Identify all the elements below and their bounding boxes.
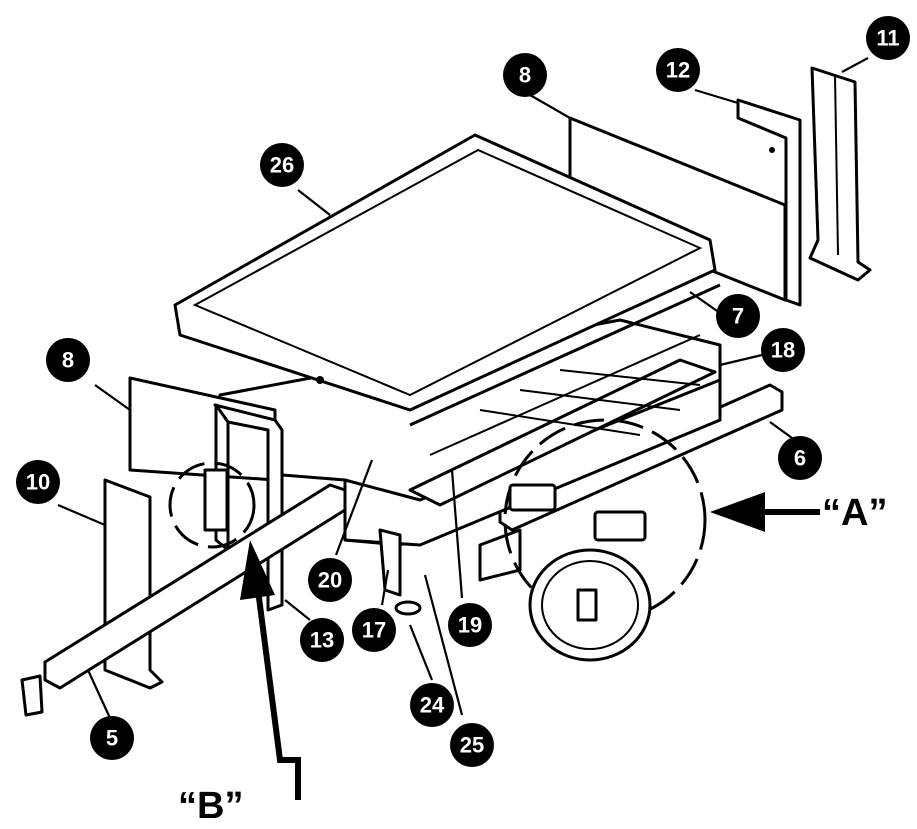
callout-11: 11 bbox=[866, 16, 910, 60]
svg-text:20: 20 bbox=[318, 568, 342, 593]
svg-text:10: 10 bbox=[26, 470, 50, 495]
bracket-part-10 bbox=[103, 478, 164, 690]
callout-25: 25 bbox=[450, 723, 494, 767]
svg-text:11: 11 bbox=[876, 26, 899, 51]
view-b-label: “B” bbox=[178, 785, 243, 827]
detail-a-circle bbox=[503, 418, 707, 662]
callout-7: 7 bbox=[716, 294, 760, 338]
svg-text:8: 8 bbox=[62, 348, 74, 373]
callout-8-left: 8 bbox=[46, 338, 90, 382]
detail-b-circle bbox=[168, 461, 256, 549]
svg-text:13: 13 bbox=[310, 628, 334, 653]
svg-text:26: 26 bbox=[270, 153, 294, 178]
callout-10: 10 bbox=[16, 460, 60, 504]
callout-26: 26 bbox=[260, 143, 304, 187]
callout-6: 6 bbox=[778, 436, 822, 480]
end-cap bbox=[20, 674, 44, 717]
svg-text:25: 25 bbox=[460, 733, 484, 758]
svg-text:8: 8 bbox=[519, 63, 531, 88]
svg-text:6: 6 bbox=[794, 446, 806, 471]
callout-24: 24 bbox=[410, 683, 454, 727]
svg-text:18: 18 bbox=[771, 338, 795, 363]
callout-12: 12 bbox=[656, 48, 700, 92]
callout-17: 17 bbox=[352, 608, 396, 652]
view-a-arrow bbox=[710, 492, 820, 532]
callout-18: 18 bbox=[761, 328, 805, 372]
callout-8-right: 8 bbox=[503, 53, 547, 97]
svg-text:24: 24 bbox=[420, 693, 445, 718]
callout-20: 20 bbox=[308, 558, 352, 602]
view-a-label: “A” bbox=[822, 492, 887, 534]
leader-lines bbox=[57, 57, 869, 741]
svg-text:12: 12 bbox=[666, 58, 690, 83]
top-platter-part-26 bbox=[173, 133, 717, 412]
view-b-arrow bbox=[240, 540, 301, 800]
callout-19: 19 bbox=[448, 603, 492, 647]
svg-text:19: 19 bbox=[458, 613, 482, 638]
svg-text:17: 17 bbox=[362, 618, 386, 643]
bracket-part-11 bbox=[808, 66, 872, 282]
front-rail-part-5 bbox=[43, 483, 347, 690]
svg-text:7: 7 bbox=[732, 304, 744, 329]
callout-13: 13 bbox=[300, 618, 344, 662]
svg-text:5: 5 bbox=[106, 726, 118, 751]
platter-lip-part-7 bbox=[409, 283, 721, 427]
callout-5: 5 bbox=[90, 716, 134, 760]
